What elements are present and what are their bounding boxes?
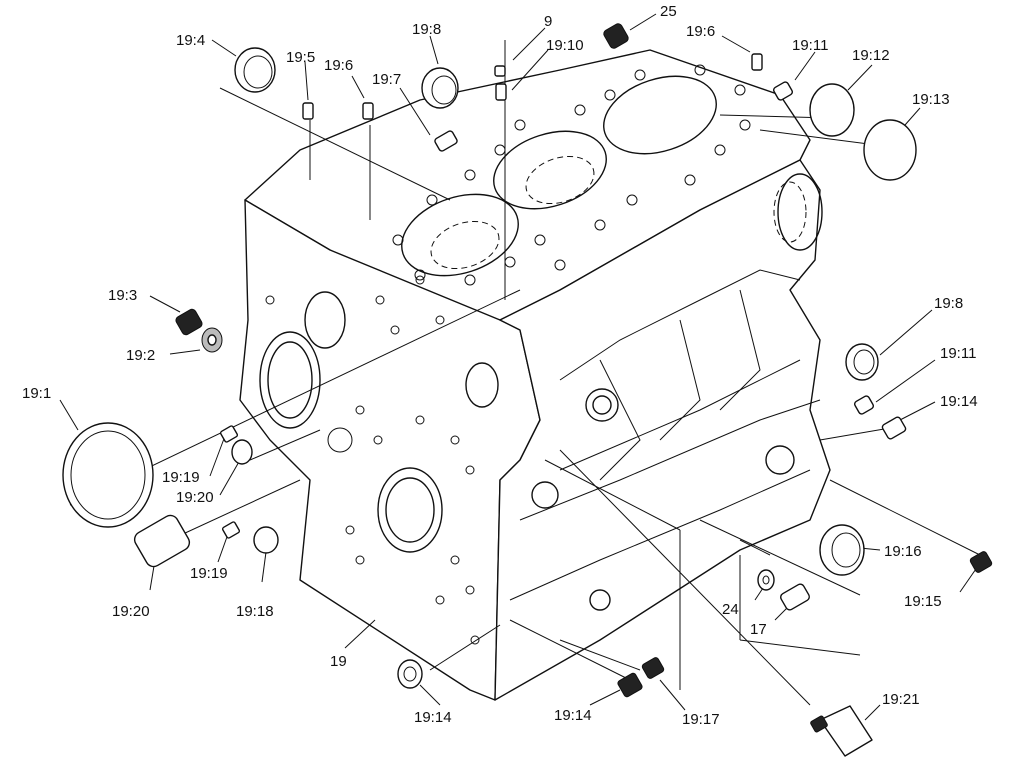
label-19-7: 19:7 bbox=[372, 71, 401, 88]
part-19-11-sleeve-right bbox=[853, 395, 875, 415]
part-19-3-plug bbox=[175, 308, 203, 336]
label-19-13: 19:13 bbox=[912, 91, 950, 108]
part-19-14-plug-right bbox=[881, 416, 907, 440]
part-19-21-sender bbox=[810, 705, 873, 757]
part-19-2-washer bbox=[201, 327, 223, 353]
label-19-1: 19:1 bbox=[22, 385, 51, 402]
label-19-20: 19:20 bbox=[112, 603, 150, 620]
part-19-7-plug bbox=[434, 130, 458, 152]
label-19-16: 19:16 bbox=[884, 543, 922, 560]
part-9-pin bbox=[494, 65, 506, 77]
part-19-5-dowel bbox=[302, 102, 314, 120]
part-19-19-pin-b bbox=[221, 521, 241, 539]
label-19-8: 19:8 bbox=[412, 21, 441, 38]
label-17: 17 bbox=[750, 621, 767, 638]
leader-lines bbox=[59, 13, 991, 721]
part-19-17-plug bbox=[641, 657, 665, 679]
label-19-14: 19:14 bbox=[414, 709, 452, 726]
part-19-4-plug bbox=[234, 47, 276, 93]
label-19-19: 19:19 bbox=[162, 469, 200, 486]
part-19-19-pin-a bbox=[219, 425, 239, 443]
part-19-14-plug-bottom-mid bbox=[617, 672, 643, 698]
part-19-13-plug bbox=[863, 119, 917, 181]
part-19-14-plug-bottom-left bbox=[397, 659, 423, 689]
part-19-15-plug bbox=[969, 551, 993, 573]
callout-labels: 19:4 19:5 19:6 19:8 9 19:10 25 19:6 19:1… bbox=[22, 3, 978, 728]
label-19-19: 19:19 bbox=[190, 565, 228, 582]
label-19-6: 19:6 bbox=[324, 57, 353, 74]
label-19-15: 19:15 bbox=[904, 593, 942, 610]
part-19-8-plug-right bbox=[845, 343, 879, 381]
label-19-11: 19:11 bbox=[792, 37, 828, 54]
part-19-16-seal bbox=[819, 524, 865, 576]
label-19-4: 19:4 bbox=[176, 32, 205, 49]
label-25: 25 bbox=[660, 3, 677, 20]
label-19-6: 19:6 bbox=[686, 23, 715, 40]
part-19-6-dowel-b bbox=[751, 53, 763, 71]
label-19-20: 19:20 bbox=[176, 489, 214, 506]
part-19-1-seal-ring bbox=[62, 422, 154, 528]
part-19-12-plug bbox=[809, 83, 855, 137]
label-19-14: 19:14 bbox=[554, 707, 592, 724]
deck-holes bbox=[392, 64, 751, 286]
part-19-20-cylinder bbox=[133, 514, 191, 568]
label-19-11: 19:11 bbox=[940, 345, 976, 362]
label-19-8: 19:8 bbox=[934, 295, 963, 312]
part-25-plug bbox=[603, 23, 629, 49]
label-19: 19 bbox=[330, 653, 347, 670]
label-19-10: 19:10 bbox=[546, 37, 584, 54]
cylinder-block bbox=[239, 49, 831, 701]
label-19-17: 19:17 bbox=[682, 711, 720, 728]
label-19-5: 19:5 bbox=[286, 49, 315, 66]
label-19-2: 19:2 bbox=[126, 347, 155, 364]
part-17-filter bbox=[780, 583, 810, 611]
label-19-3: 19:3 bbox=[108, 287, 137, 304]
part-19-6-dowel-a bbox=[362, 102, 374, 120]
label-19-21: 19:21 bbox=[882, 691, 920, 708]
label-24: 24 bbox=[722, 601, 739, 618]
part-19-11-sleeve-top bbox=[772, 81, 794, 101]
part-24-washer bbox=[757, 569, 775, 591]
label-9: 9 bbox=[544, 13, 552, 30]
front-face-holes bbox=[265, 275, 480, 645]
part-19-8-plug-top bbox=[421, 67, 459, 109]
part-19-10-pin bbox=[495, 83, 507, 101]
label-19-14: 19:14 bbox=[940, 393, 978, 410]
part-19-18-plug bbox=[253, 526, 279, 554]
part-19-20-plug-a bbox=[231, 439, 253, 465]
label-19-12: 19:12 bbox=[852, 47, 890, 64]
label-19-18: 19:18 bbox=[236, 603, 274, 620]
